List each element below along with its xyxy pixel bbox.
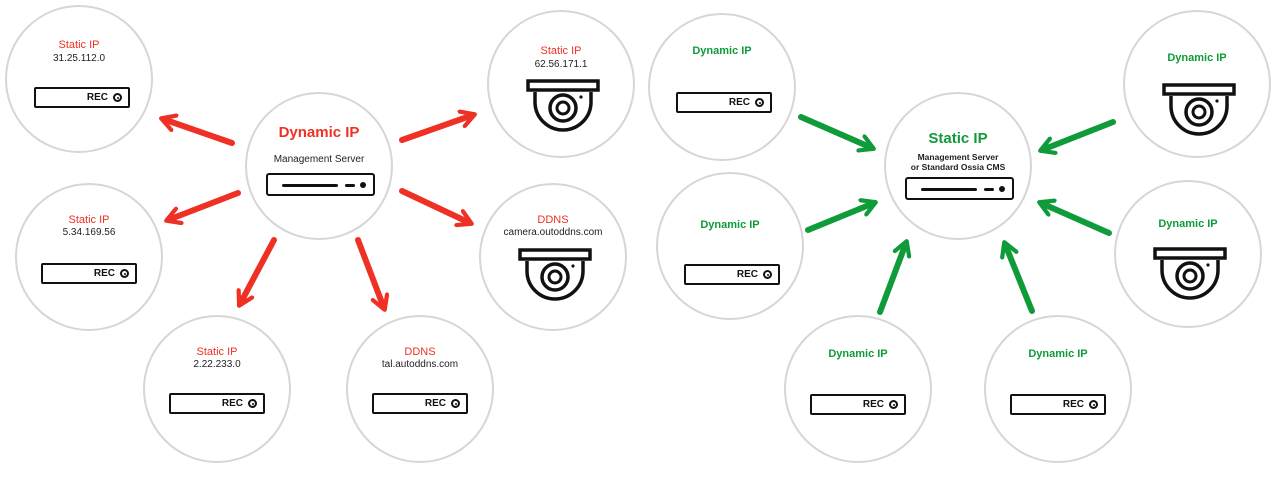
rec-label: REC (424, 398, 446, 409)
node-type-label: DDNS (537, 214, 569, 226)
rec-label: REC (93, 268, 115, 279)
node-type-label: Dynamic IP (1167, 52, 1227, 64)
arrow-to-static-ip-2 (168, 190, 241, 220)
node-ip-address: 2.22.233.0 (193, 359, 241, 370)
node-type-label: Dynamic IP (700, 219, 760, 231)
node-ip-address: 5.34.169.56 (62, 227, 116, 238)
record-dot-icon (889, 400, 898, 409)
node-type-label: Static IP (58, 39, 100, 51)
node-dynamic-ip-camera-2: Dynamic IP (1114, 180, 1262, 328)
dome-camera-icon (1153, 247, 1227, 300)
server-device-icon (905, 177, 1014, 200)
dome-camera-icon (518, 248, 592, 301)
nvr-recorder-icon: REC (372, 393, 468, 414)
rec-label: REC (736, 269, 758, 280)
arrow-from-dynamic-camera-2 (1041, 203, 1112, 236)
arrow-to-static-ip-camera (399, 115, 473, 143)
record-dot-icon (1089, 400, 1098, 409)
hub-management-server-static: Static IP Management Server or Standard … (884, 92, 1032, 240)
node-dynamic-ip-nvr-4: Dynamic IP REC (984, 315, 1132, 463)
node-type-label: Static IP (68, 214, 110, 226)
dome-camera-icon (526, 79, 600, 132)
node-ip-address: 31.25.112.0 (52, 53, 106, 64)
record-dot-icon (113, 93, 122, 102)
nvr-recorder-icon: REC (810, 394, 906, 415)
record-dot-icon (120, 269, 129, 278)
nvr-recorder-icon: REC (676, 92, 772, 113)
arrow-from-dynamic-2 (805, 203, 874, 233)
node-ddns-camera: DDNS camera.outoddns.com (479, 183, 627, 331)
nvr-recorder-icon: REC (34, 87, 130, 108)
record-dot-icon (755, 98, 764, 107)
node-ddns-address: camera.outoddns.com (503, 227, 603, 238)
node-dynamic-ip-nvr-3: Dynamic IP REC (784, 315, 932, 463)
node-dynamic-ip-nvr-2: Dynamic IP REC (656, 172, 804, 320)
node-type-label: Dynamic IP (1158, 218, 1218, 230)
record-dot-icon (451, 399, 460, 408)
node-type-label: Dynamic IP (828, 348, 888, 360)
hub-management-server-dynamic: Dynamic IP Management Server (245, 92, 393, 240)
rec-label: REC (221, 398, 243, 409)
hub-subtitle-line-1: Management Server (917, 152, 999, 162)
node-type-label: Dynamic IP (692, 45, 752, 57)
node-ip-address: 62.56.171.1 (534, 59, 588, 70)
rec-label: REC (1062, 399, 1084, 410)
dome-camera-icon (1162, 83, 1236, 136)
hub-subtitle: Management Server (273, 154, 365, 165)
rec-label: REC (728, 97, 750, 108)
arrow-to-static-ip-1 (163, 119, 235, 146)
rec-label: REC (862, 399, 884, 410)
arrow-from-dynamic-camera-1 (1042, 119, 1116, 150)
node-static-ip-nvr-1: Static IP 31.25.112.0 REC (5, 5, 153, 153)
rec-label: REC (86, 92, 108, 103)
node-static-ip-nvr-3: Static IP 2.22.233.0 REC (143, 315, 291, 463)
arrow-to-static-ip-3 (240, 237, 277, 304)
node-dynamic-ip-camera-1: Dynamic IP (1123, 10, 1271, 158)
arrow-from-dynamic-3 (877, 243, 906, 315)
nvr-recorder-icon: REC (1010, 394, 1106, 415)
arrow-from-dynamic-4 (1005, 244, 1035, 314)
hub-title: Static IP (928, 130, 988, 147)
record-dot-icon (763, 270, 772, 279)
node-static-ip-camera: Static IP 62.56.171.1 (487, 10, 635, 158)
nvr-recorder-icon: REC (41, 263, 137, 284)
node-static-ip-nvr-2: Static IP 5.34.169.56 REC (15, 183, 163, 331)
node-ddns-address: tal.autoddns.com (381, 359, 459, 370)
arrow-to-ddns-camera (399, 188, 470, 223)
hub-title: Dynamic IP (278, 124, 360, 141)
server-device-icon (266, 173, 375, 196)
arrow-to-ddns-nvr (355, 237, 384, 308)
node-type-label: DDNS (404, 346, 436, 358)
nvr-recorder-icon: REC (169, 393, 265, 414)
arrow-from-dynamic-1 (798, 114, 872, 148)
nvr-recorder-icon: REC (684, 264, 780, 285)
node-dynamic-ip-nvr-1: Dynamic IP REC (648, 13, 796, 161)
node-type-label: Static IP (196, 346, 238, 358)
hub-subtitle-line-2: or Standard Ossia CMS (910, 162, 1006, 172)
node-type-label: Dynamic IP (1028, 348, 1088, 360)
node-type-label: Static IP (540, 45, 582, 57)
node-ddns-nvr: DDNS tal.autoddns.com REC (346, 315, 494, 463)
record-dot-icon (248, 399, 257, 408)
